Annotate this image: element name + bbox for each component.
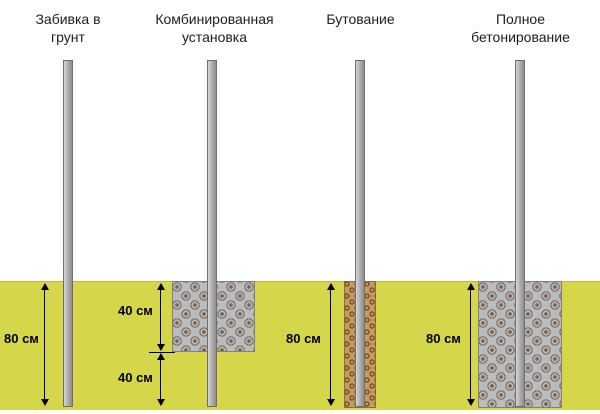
dimension-split-tick [149,352,175,353]
method-title-driving-into-ground: Забивка в грунт [35,11,101,45]
fence-post-2 [207,60,217,407]
dimension-arrow-left-80 [44,284,45,405]
dimension-arrow-combo-top-40 [160,284,161,350]
fence-post-3 [355,60,365,407]
dimension-label-mid-80: 80 см [286,331,321,346]
dimension-arrow-combo-bottom-40 [160,354,161,405]
dimension-label-left-80: 80 см [4,331,39,346]
fence-post-1 [63,60,73,407]
fence-post-4 [515,60,525,407]
dimension-arrow-mid-80 [330,284,331,405]
method-title-full-concreting: Полное бетонирование [471,11,570,45]
method-title-combined-installation: Комбинированная установка [155,11,274,45]
dimension-label-combo-top-40: 40 см [118,303,153,318]
dimension-arrow-right-80 [470,284,471,405]
dimension-label-combo-bottom-40: 40 см [118,370,153,385]
dimension-label-right-80: 80 см [426,331,461,346]
method-title-rubble-backfill: Бутование [326,11,395,27]
